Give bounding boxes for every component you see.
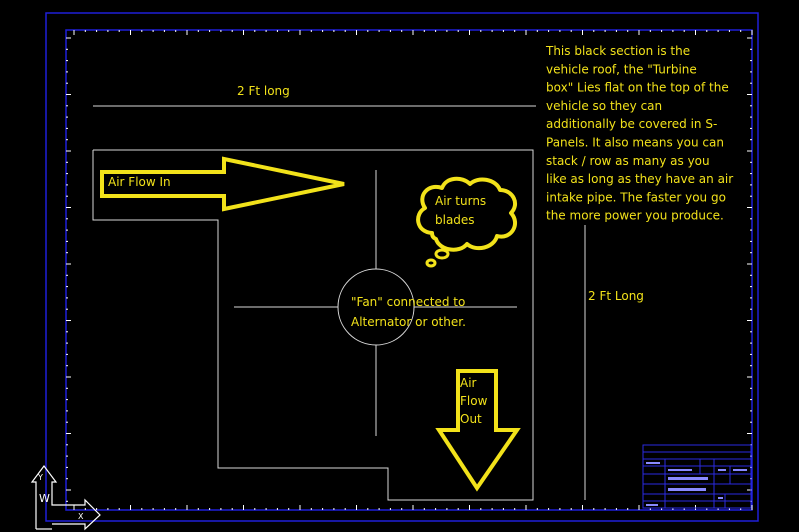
air-flow-out-label-line2: Flow [460, 394, 488, 408]
note-line: additionally be covered in S- [546, 117, 717, 131]
note-line: the more power you produce. [546, 209, 724, 223]
ucs-w-label: W [39, 492, 50, 505]
length-side-label: 2 Ft Long [588, 289, 644, 303]
inner-border [65, 29, 753, 511]
outer-border [45, 12, 759, 522]
air-flow-in-label: Air Flow In [108, 175, 171, 189]
note-line: intake pipe. The faster you go [546, 190, 726, 204]
roof-explanation-note: This black section is the vehicle roof, t… [545, 44, 733, 223]
air-flow-out-arrow [435, 369, 521, 492]
ucs-y-label: Y [37, 473, 43, 482]
note-line: like as long as they have an air [546, 172, 733, 186]
fan-label-line2: Alternator or other. [351, 315, 466, 329]
thought-cloud [416, 176, 517, 268]
note-line: vehicle roof, the "Turbine [546, 62, 697, 76]
air-flow-out-label-line1: Air [460, 376, 477, 390]
note-line: This black section is the [545, 44, 690, 58]
fan-label-line1: "Fan" connected to [351, 295, 465, 309]
ucs-icon [30, 465, 101, 531]
ucs-x-label: X [78, 512, 84, 521]
note-line: Panels. It also means you can [546, 136, 724, 150]
length-top-label: 2 Ft long [237, 84, 290, 98]
air-flow-out-label-line3: Out [460, 412, 482, 426]
air-flow-in-arrow [100, 156, 345, 212]
fan-circle [337, 268, 415, 346]
title-block [642, 444, 752, 509]
air-turns-label-line1: Air turns [435, 194, 486, 208]
note-line: vehicle so they can [546, 99, 662, 113]
note-line: box" Lies flat on the top of the [546, 81, 729, 95]
air-turns-label-line2: blades [435, 213, 475, 227]
turbine-box-outline [92, 149, 534, 501]
note-line: stack / row as many as you [546, 154, 710, 168]
